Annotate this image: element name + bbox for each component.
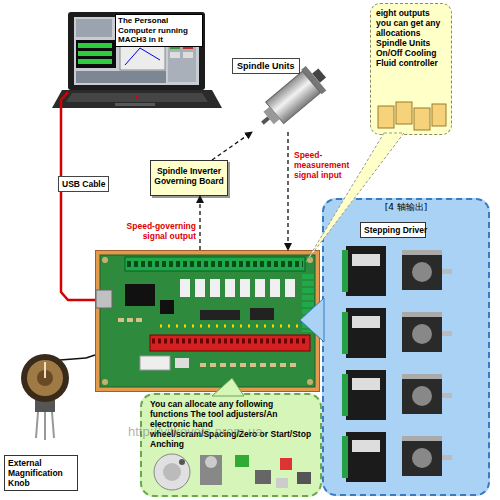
- laptop-illustration: [125, 48, 160, 65]
- potentiometer-knob: [21, 354, 69, 402]
- node-text: [4 轴输出]: [324, 200, 488, 213]
- potentiometer-knob: [52, 412, 54, 438]
- computer-node: The Personal Computer running MACH3 in i…: [68, 12, 205, 108]
- laptop-illustration: [52, 90, 222, 108]
- laptop-illustration: [136, 96, 139, 99]
- potentiometer-knob: [44, 362, 46, 378]
- callout-box: eight outputs you can get any allocation…: [370, 3, 452, 135]
- potentiometer-knob: [37, 370, 53, 386]
- component-label-box: Stepping Driver: [360, 222, 426, 238]
- laptop-illustration: [66, 93, 208, 102]
- potentiometer-knob: [44, 412, 46, 440]
- node-text: External Magnification Knob: [4, 455, 78, 491]
- edge-label: Speed-measurement signal input: [294, 150, 374, 180]
- wire: [86, 355, 95, 358]
- laptop-illustration: [68, 12, 205, 90]
- usb-cable: [61, 92, 95, 300]
- laptop-illustration: [76, 19, 112, 37]
- laptop-illustration: [78, 51, 112, 56]
- node-text: The Personal Computer running MACH3 in i…: [115, 14, 203, 47]
- signal-arrow: [212, 132, 252, 160]
- node-text: Spindle Inverter Governing Board: [151, 161, 227, 191]
- laptop-illustration: [78, 59, 112, 64]
- potentiometer-knob: [35, 398, 55, 412]
- callout-box: You can allocate any following functions…: [140, 393, 322, 497]
- laptop-illustration: [78, 43, 112, 48]
- node-text: Stepping Driver: [361, 223, 425, 237]
- laptop-illustration: [183, 52, 193, 58]
- laptop-illustration: [115, 103, 155, 106]
- potentiometer-knob: [27, 360, 63, 396]
- node-text: You can allocate any following functions…: [142, 395, 320, 453]
- controller-board: [95, 250, 320, 392]
- potentiometer-knob: [60, 358, 86, 360]
- signal-arrow: [199, 196, 200, 250]
- edge-label: USB Cable: [58, 176, 109, 192]
- group-panel: [4 轴输出] Stepping Driver: [322, 198, 490, 496]
- laptop-illustration: [76, 40, 116, 68]
- node-text: Spindle Units: [232, 58, 300, 74]
- knob-node: External Magnification Knob: [4, 340, 86, 492]
- laptop-illustration: [52, 12, 222, 108]
- process-box: Spindle Inverter Governing Board: [150, 160, 228, 196]
- potentiometer-knob: [21, 354, 86, 440]
- signal-arrow: [287, 132, 288, 250]
- edge-label: Speed-governing signal output: [112, 221, 196, 241]
- laptop-illustration: [76, 71, 166, 83]
- node-text: eight outputs you can get any allocation…: [371, 4, 451, 68]
- spindle-node: Spindle Units: [230, 56, 330, 132]
- potentiometer-knob: [36, 412, 38, 438]
- laptop-illustration: [170, 52, 180, 58]
- spindle-motor-illustration: [261, 116, 270, 124]
